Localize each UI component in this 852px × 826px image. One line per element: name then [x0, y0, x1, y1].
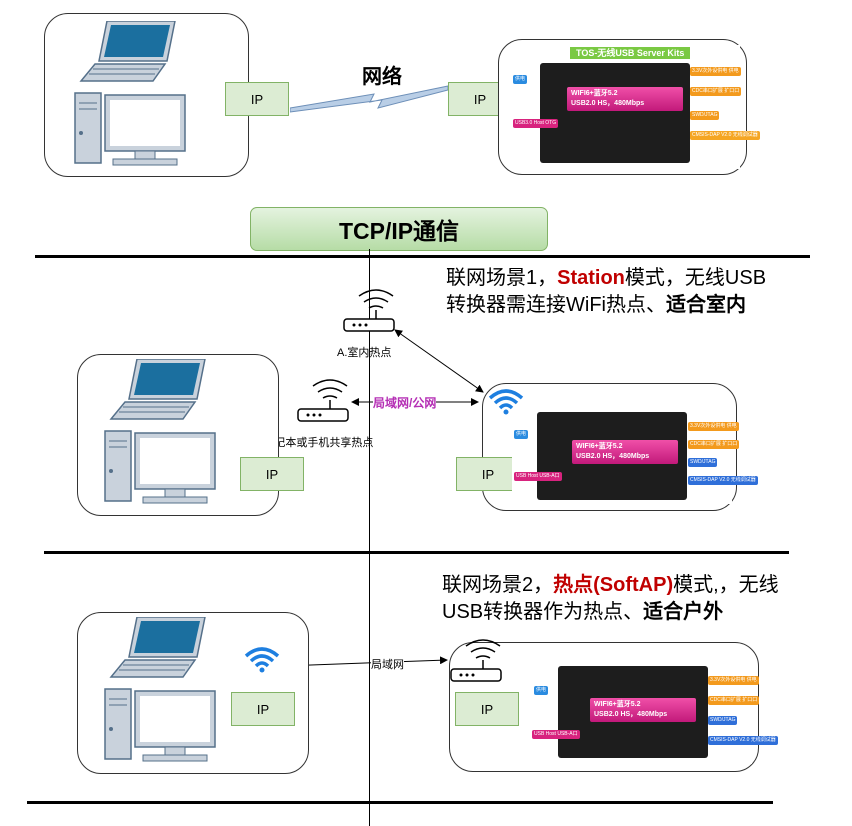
- ip-box-top-left: IP: [225, 82, 289, 116]
- usb-server-board-top: TOS-无线USB Server Kits 供电 USB3.0 Host OTG…: [510, 45, 760, 169]
- power-33v-tag: 3.3V次外设供电 供电: [708, 676, 759, 685]
- scenario1-description: 联网场景1，Station模式，无线USB 转换器需连接WiFi热点、适合室内: [446, 267, 767, 316]
- wifi-icon-s1: [488, 389, 524, 415]
- cmsis-tag: CMSIS-DAP V2.0 无线调试器: [708, 736, 778, 745]
- cdc-tag: CDC串口扩展 扩口口: [688, 440, 740, 449]
- vertical-divider: [369, 249, 370, 826]
- wifi-chip-label: WIFI6+蓝牙5.2 USB2.0 HS，480Mbps: [590, 698, 696, 722]
- chip-line-2: USB2.0 HS，480Mbps: [576, 453, 650, 460]
- kit-title: TOS-无线USB Server Kits: [570, 47, 691, 59]
- cdc-tag: CDC串口扩展 扩口口: [708, 696, 760, 705]
- cdc-tag: CDC串口扩展 扩口口: [690, 87, 742, 96]
- swd-tag: SWD/JTAG: [690, 111, 720, 120]
- router-icon-b: [297, 379, 349, 422]
- chip-line-1: WIFI6+蓝牙5.2: [571, 90, 618, 97]
- network-label: 网络: [362, 66, 402, 88]
- usb-a-tag: USB Host USB-A口: [514, 472, 562, 481]
- usb-a-tag: USB Host USB-A口: [532, 730, 580, 739]
- chip-line-1: WIFI6+蓝牙5.2: [576, 443, 623, 450]
- wifi-icon-s2: [244, 647, 280, 673]
- usb-host-tag: USB3.0 Host OTG: [513, 119, 559, 128]
- cmsis-tag: CMSIS-DAP V2.0 无线调试器: [690, 131, 760, 140]
- chip-line-2: USB2.0 HS，480Mbps: [594, 711, 668, 718]
- power-tag: 供电: [513, 75, 528, 84]
- router-icon-s2: [450, 639, 502, 682]
- ip-box-s1-right: IP: [456, 457, 520, 491]
- computer-icon-s1: [104, 359, 216, 504]
- divider-1: [35, 255, 810, 258]
- power-33v-tag: 3.3V次外设供电 供电: [688, 422, 739, 431]
- chip-line-1: WIFI6+蓝牙5.2: [594, 701, 641, 708]
- ip-box-s2-right: IP: [455, 692, 519, 726]
- ip-box-s2-left: IP: [231, 692, 295, 726]
- swd-tag: SWD/JTAG: [688, 458, 718, 467]
- chip-line-2: USB2.0 HS，480Mbps: [571, 100, 645, 107]
- computer-icon-s2: [104, 617, 216, 762]
- power-tag: 供电: [534, 686, 549, 695]
- ip-box-s1-left: IP: [240, 457, 304, 491]
- router-b-label: B.笔记本或手机共享热点: [253, 437, 374, 449]
- wifi-chip-label: WIFI6+蓝牙5.2 USB2.0 HS，480Mbps: [567, 87, 683, 111]
- swd-tag: SWD/JTAG: [708, 716, 738, 725]
- board-pcb: [540, 63, 690, 163]
- usb-server-board-s1: 供电 USB Host USB-A口 WIFI6+蓝牙5.2 USB2.0 HS…: [512, 408, 758, 504]
- lan-wan-label: 局域网/公网: [373, 394, 437, 411]
- divider-3: [27, 801, 773, 804]
- power-tag: 供电: [514, 430, 529, 439]
- router-icon-a: [343, 289, 395, 332]
- lan-label: 局域网: [371, 656, 404, 672]
- cmsis-tag: CMSIS-DAP V2.0 无线调试器: [688, 476, 758, 485]
- router-a-label: A.室内热点: [337, 347, 392, 359]
- power-33v-tag: 3.3V次外设供电 供电: [690, 67, 741, 76]
- wifi-chip-label: WIFI6+蓝牙5.2 USB2.0 HS，480Mbps: [572, 440, 678, 464]
- scenario2-description: 联网场景2，热点(SoftAP)模式,，无线 USB转换器作为热点、适合户外: [442, 574, 779, 623]
- tcp-ip-title: TCP/IP通信: [250, 207, 548, 251]
- divider-2: [44, 551, 789, 554]
- computer-icon: [74, 21, 186, 166]
- usb-server-board-s2: 供电 USB Host USB-A口 WIFI6+蓝牙5.2 USB2.0 HS…: [530, 664, 778, 764]
